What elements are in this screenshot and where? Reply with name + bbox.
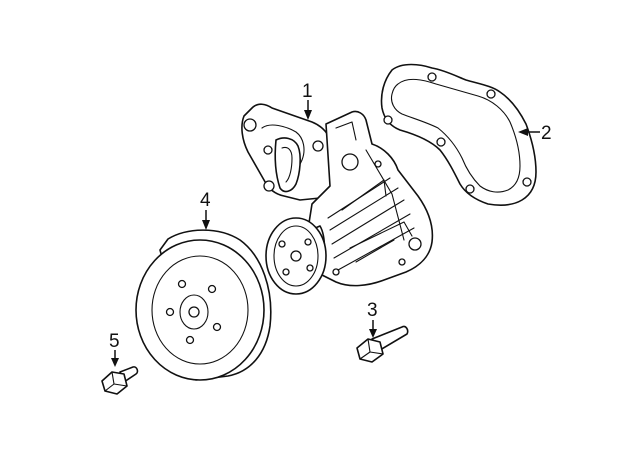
callout-number-4: 4 xyxy=(200,190,211,211)
water-pump[interactable] xyxy=(241,103,434,295)
callout-number-1: 1 xyxy=(302,81,313,102)
pulley-bolt[interactable] xyxy=(101,366,139,395)
callout-number-3: 3 xyxy=(367,300,378,321)
leader-arrow-5 xyxy=(111,358,119,367)
callout-1: 1 xyxy=(302,81,313,120)
pulley[interactable] xyxy=(135,229,272,381)
leader-arrow-1 xyxy=(304,110,312,120)
leader-arrow-2 xyxy=(518,128,528,136)
callout-number-5: 5 xyxy=(109,331,120,352)
leader-arrow-4 xyxy=(202,220,210,230)
gasket[interactable] xyxy=(380,63,537,206)
callout-5: 5 xyxy=(109,331,120,367)
pump-bolt[interactable] xyxy=(356,325,409,363)
callout-number-2: 2 xyxy=(541,123,552,144)
callout-4: 4 xyxy=(200,190,211,230)
callout-3: 3 xyxy=(367,300,378,338)
callout-2: 2 xyxy=(518,123,552,144)
leader-arrow-3 xyxy=(369,329,377,338)
